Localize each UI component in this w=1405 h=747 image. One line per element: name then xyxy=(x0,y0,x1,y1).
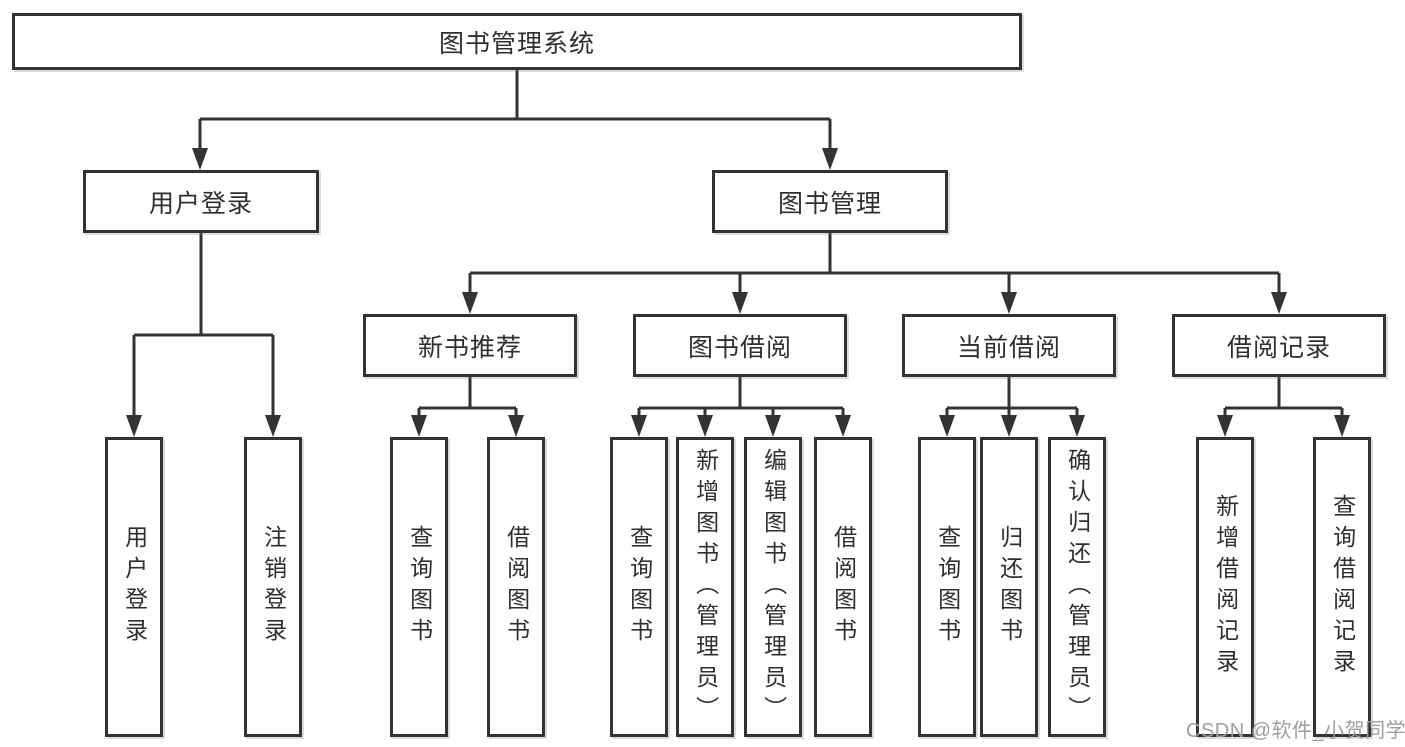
arrow-down-icon xyxy=(192,148,208,170)
arrow-down-icon xyxy=(1001,415,1017,437)
leaf-user-login: 用户登录 xyxy=(105,437,163,737)
node-user-login: 用户登录 xyxy=(83,170,319,233)
node-label: 查询图书 xyxy=(406,525,433,649)
arrow-down-icon xyxy=(939,415,955,437)
leaf-add-book-admin: 新增图书（管理员） xyxy=(676,437,734,737)
node-label: 新书推荐 xyxy=(417,333,522,362)
arrow-down-icon xyxy=(411,415,427,437)
node-label: 归还图书 xyxy=(996,525,1023,649)
leaf-query-book-borrow: 查询图书 xyxy=(610,437,668,737)
arrow-down-icon xyxy=(1271,292,1287,314)
node-label: 借阅记录 xyxy=(1226,333,1331,362)
leaf-borrow-book: 借阅图书 xyxy=(814,437,872,737)
connector-current-borrow xyxy=(945,377,1079,417)
arrow-down-icon xyxy=(765,415,781,437)
connector-user-login xyxy=(132,233,275,417)
node-borrow-record: 借阅记录 xyxy=(1172,314,1386,377)
node-root: 图书管理系统 xyxy=(12,13,1022,70)
leaf-edit-book-admin: 编辑图书（管理员） xyxy=(744,437,802,737)
connector-book-borrow xyxy=(637,377,845,417)
node-label: 图书管理 xyxy=(777,189,882,218)
arrow-down-icon xyxy=(631,415,647,437)
arrow-down-icon xyxy=(835,415,851,437)
node-label: 确认归还（管理员） xyxy=(1064,447,1091,727)
arrow-down-icon xyxy=(265,415,281,437)
leaf-query-borrow-record: 查询借阅记录 xyxy=(1313,437,1371,737)
node-label: 新增图书（管理员） xyxy=(692,447,719,727)
arrow-down-icon xyxy=(1069,415,1085,437)
node-book-mgmt: 图书管理 xyxy=(712,170,948,233)
leaf-query-book-current: 查询图书 xyxy=(918,437,976,737)
node-new-book: 新书推荐 xyxy=(363,314,577,377)
arrow-down-icon xyxy=(508,415,524,437)
leaf-confirm-return-admin: 确认归还（管理员） xyxy=(1048,437,1106,737)
arrow-down-icon xyxy=(732,292,748,314)
leaf-add-borrow-record: 新增借阅记录 xyxy=(1196,437,1254,737)
arrow-down-icon xyxy=(462,292,478,314)
node-label: 查询图书 xyxy=(626,525,653,649)
node-label: 用户登录 xyxy=(121,525,148,649)
connector-borrow-record xyxy=(1223,377,1344,417)
node-label: 当前借阅 xyxy=(956,333,1061,362)
arrow-down-icon xyxy=(697,415,713,437)
leaf-borrow-book-recommend: 借阅图书 xyxy=(487,437,545,737)
arrow-down-icon xyxy=(126,415,142,437)
connector-root xyxy=(198,70,832,150)
node-label: 查询图书 xyxy=(934,525,961,649)
node-label: 查询借阅记录 xyxy=(1329,494,1356,680)
node-label: 新增借阅记录 xyxy=(1212,494,1239,680)
watermark: CSDN @软件_小贺同学 xyxy=(1186,720,1405,742)
arrow-down-icon xyxy=(1217,415,1233,437)
node-label: 注销登录 xyxy=(260,525,287,649)
node-book-borrow: 图书借阅 xyxy=(633,314,847,377)
node-label: 借阅图书 xyxy=(830,525,857,649)
node-label: 图书管理系统 xyxy=(438,29,595,58)
arrow-down-icon xyxy=(1334,415,1350,437)
node-label: 用户登录 xyxy=(148,189,253,218)
connector-new-book xyxy=(417,377,518,417)
node-current-borrow: 当前借阅 xyxy=(902,314,1116,377)
connector-book-mgmt xyxy=(468,233,1281,294)
arrow-down-icon xyxy=(1001,292,1017,314)
node-label: 编辑图书（管理员） xyxy=(760,447,787,727)
leaf-logout: 注销登录 xyxy=(244,437,302,737)
leaf-query-book-recommend: 查询图书 xyxy=(390,437,448,737)
arrow-down-icon xyxy=(822,148,838,170)
leaf-return-book: 归还图书 xyxy=(980,437,1038,737)
node-label: 图书借阅 xyxy=(687,333,792,362)
node-label: 借阅图书 xyxy=(503,525,530,649)
